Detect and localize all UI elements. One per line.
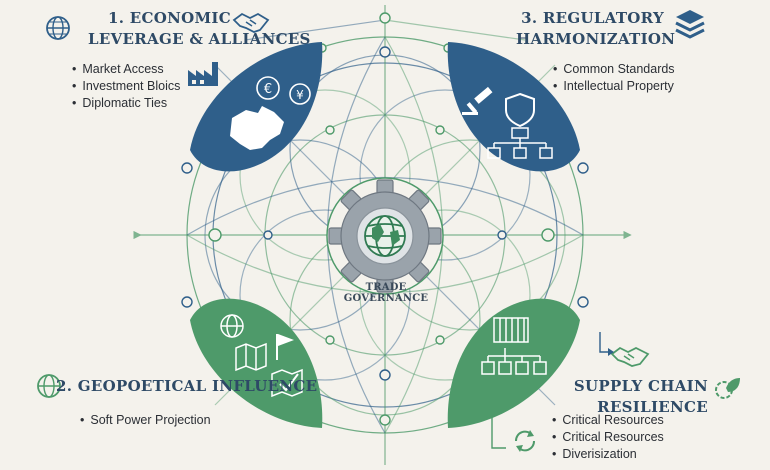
- quadrant-regulatory-bullets: Common Standards Intellectual Property: [553, 61, 675, 95]
- list-item: Critical Resources: [552, 429, 663, 446]
- quadrant-economic-shape: [190, 42, 323, 172]
- network-node: [435, 125, 445, 135]
- svg-text:¥: ¥: [296, 88, 304, 102]
- globe-icon: [37, 374, 61, 398]
- network-node: [263, 230, 273, 240]
- network-icon: [481, 348, 547, 375]
- network-node: [577, 296, 589, 308]
- core-label: TRADE GOVERNANCE: [343, 282, 429, 304]
- network-node: [379, 369, 391, 381]
- flag-icon: [276, 334, 294, 360]
- globe-icon: [364, 215, 406, 257]
- container-icon: [493, 317, 529, 343]
- network-node: [379, 46, 391, 58]
- factory-icon: [188, 62, 218, 86]
- list-item: Critical Resources: [552, 412, 663, 429]
- quadrant-supply-shape: [447, 298, 580, 428]
- trade-governance-core: [326, 177, 444, 295]
- euro-coin-icon: €: [256, 76, 280, 100]
- network-node: [541, 228, 555, 242]
- quadrant-regulatory-shape: [447, 42, 580, 172]
- network-node: [208, 228, 222, 242]
- handshake-icon: [232, 12, 270, 33]
- layers-icon: [675, 10, 705, 39]
- globe-icon: [46, 16, 70, 40]
- gavel-icon: [462, 86, 493, 115]
- network-node: [325, 125, 335, 135]
- map-check-icon: [271, 368, 303, 398]
- org-chart-icon: [487, 127, 553, 159]
- quadrant-economic-bullets: Market Access Investment Bloics Diplomat…: [72, 61, 180, 112]
- network-node: [325, 335, 335, 345]
- handshake-icon: [610, 346, 650, 367]
- shield-icon: [505, 92, 535, 128]
- network-node: [379, 12, 391, 24]
- globe-icon: [220, 314, 244, 338]
- network-node: [497, 230, 507, 240]
- connector-arrow: [599, 332, 614, 356]
- network-node: [379, 414, 391, 426]
- china-map-icon: [230, 106, 284, 150]
- list-item: Common Standards: [553, 61, 674, 78]
- quadrant-geopolitical-bullets: Soft Power Projection: [80, 412, 210, 429]
- yen-coin-icon: ¥: [289, 83, 311, 105]
- network-nodes: [181, 12, 589, 426]
- list-item: Investment Bloics: [72, 78, 180, 95]
- network-node: [577, 162, 589, 174]
- svg-text:€: €: [264, 82, 272, 97]
- network-node: [181, 296, 193, 308]
- list-item: Soft Power Projection: [80, 412, 210, 429]
- map-icon: [235, 342, 267, 372]
- quadrant-economic-heading: 1. ECONOMIC LEVERAGE & ALLIANCES: [88, 9, 311, 48]
- recycle-icon: [514, 430, 536, 452]
- quadrant-regulatory-heading: 3. REGULATORY HARMONIZATION: [516, 9, 676, 48]
- list-item: Market Access: [72, 61, 180, 78]
- quadrant-geopolitical-heading: 2. GEOPOETICAL INFLUENCE: [56, 377, 318, 395]
- list-item: Diplomatic Ties: [72, 95, 180, 112]
- leaf-gear-icon: [715, 378, 740, 399]
- list-item: Diverisization: [552, 446, 664, 463]
- list-item: Intellectual Property: [553, 78, 675, 95]
- network-node: [181, 162, 193, 174]
- network-node: [435, 335, 445, 345]
- connector-arrow: [491, 414, 506, 449]
- quadrant-supply-bullets: Critical Resources Critical Resources Di…: [552, 412, 664, 463]
